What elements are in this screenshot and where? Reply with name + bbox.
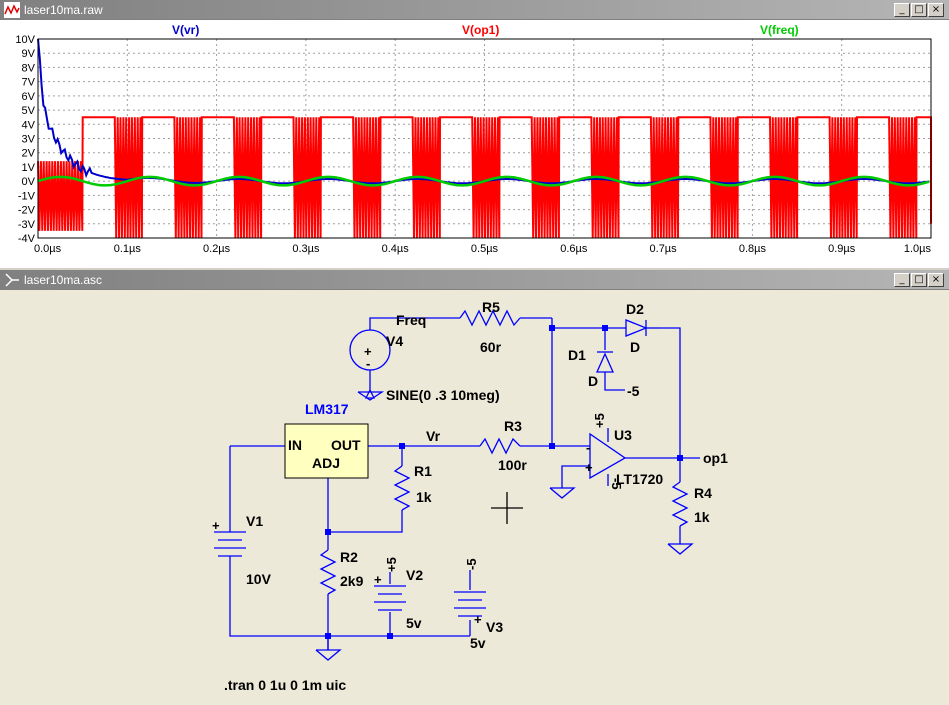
schematic-maximize-button[interactable]: □ <box>911 273 927 287</box>
v3-plus-sign: + <box>474 612 482 627</box>
y-tick-label: 3V <box>22 134 36 146</box>
y-tick-label: -3V <box>18 219 36 231</box>
x-tick-label: 0.5µs <box>471 243 499 255</box>
d1-neg-supply: -5 <box>627 383 640 399</box>
trace-v-freq <box>37 175 930 187</box>
y-tick-label: 10V <box>15 34 35 46</box>
u3-label: U3 <box>614 427 632 443</box>
v4-value: SINE(0 .3 10meg) <box>386 387 500 403</box>
schematic-window-title: laser10ma.asc <box>24 273 103 287</box>
x-tick-label: 0.1µs <box>114 243 142 255</box>
v4-label: V4 <box>386 333 403 349</box>
trace-label-2[interactable]: V(freq) <box>760 23 799 37</box>
y-tick-label: 9V <box>22 48 36 60</box>
y-tick-label: 5V <box>22 105 36 117</box>
y-tick-label: 7V <box>22 77 36 89</box>
schematic-app-icon <box>5 273 19 287</box>
v1-label: V1 <box>246 513 263 529</box>
lm317-label: LM317 <box>305 401 349 417</box>
x-tick-label: 0.0µs <box>34 243 62 255</box>
schematic-titlebar[interactable]: laser10ma.asc _ □ × <box>0 270 949 290</box>
v1-plus-sign: + <box>212 518 220 533</box>
x-tick-label: 0.7µs <box>650 243 678 255</box>
trace-label-1[interactable]: V(op1) <box>462 23 499 37</box>
v3-top-label: -5 <box>464 558 479 570</box>
d2-label: D2 <box>626 301 644 317</box>
waveform-window-title: laser10ma.raw <box>24 3 103 17</box>
maximize-button[interactable]: □ <box>911 3 927 17</box>
r2-label: R2 <box>340 549 358 565</box>
v2-top-label: +5 <box>384 557 399 572</box>
y-tick-label: 1V <box>22 162 36 174</box>
x-tick-label: 1.0µs <box>904 243 932 255</box>
x-tick-label: 0.3µs <box>292 243 320 255</box>
v3-label: V3 <box>486 619 503 635</box>
y-tick-label: 0V <box>22 176 36 188</box>
v4-minus-sign: - <box>366 356 370 371</box>
r1-label: R1 <box>414 463 432 479</box>
y-tick-label: -2V <box>18 205 36 217</box>
r3-label: R3 <box>504 418 522 434</box>
y-tick-label: 2V <box>22 148 36 160</box>
waveform-titlebar[interactable]: laser10ma.raw _ □ × <box>0 0 949 20</box>
lm317-in-pin: IN <box>288 437 302 453</box>
schematic-window[interactable]: laser10ma.asc _ □ × <box>0 270 949 705</box>
y-tick-label: 4V <box>22 119 36 131</box>
trace-label-0[interactable]: V(vr) <box>172 23 199 37</box>
d1-value: D <box>588 373 598 389</box>
waveform-window[interactable]: laser10ma.raw _ □ × V(vr) V(op1) V(freq) 1… <box>0 0 949 268</box>
lm317-block[interactable] <box>284 423 369 479</box>
r5-label: R5 <box>482 299 500 315</box>
v1-value: 10V <box>246 571 272 587</box>
y-tick-label: 6V <box>22 91 36 103</box>
u3-vminus-label: -5 <box>609 478 624 490</box>
u3-minus-input: - <box>586 440 590 455</box>
v4-plus-sign: + <box>364 344 372 359</box>
schematic-minimize-button[interactable]: _ <box>894 273 910 287</box>
minimize-button[interactable]: _ <box>894 3 910 17</box>
d1-label: D1 <box>568 347 586 363</box>
x-tick-label: 0.9µs <box>828 243 856 255</box>
x-tick-label: 0.8µs <box>739 243 767 255</box>
tran-directive[interactable]: .tran 0 1u 0 1m uic <box>224 677 346 693</box>
x-tick-label: 0.4µs <box>382 243 410 255</box>
d2-value: D <box>630 339 640 355</box>
waveform-app-icon <box>4 2 20 18</box>
u3-vplus-label: +5 <box>592 413 607 428</box>
x-tick-label: 0.2µs <box>203 243 231 255</box>
v2-label: V2 <box>406 567 423 583</box>
v2-plus-sign: + <box>374 572 382 587</box>
y-tick-label: 8V <box>22 62 36 74</box>
r1-value: 1k <box>416 489 432 505</box>
lm317-out-pin: OUT <box>331 437 361 453</box>
freq-net-label: Freq <box>396 312 426 328</box>
op1-net-label: op1 <box>703 450 728 466</box>
v3-value: 5v <box>470 635 486 651</box>
schematic-close-button[interactable]: × <box>928 273 944 287</box>
r3-value: 100r <box>498 457 527 473</box>
v2-value: 5v <box>406 615 422 631</box>
y-tick-label: -1V <box>18 190 36 202</box>
vr-net-label: Vr <box>426 428 441 444</box>
r5-value: 60r <box>480 339 502 355</box>
schematic-canvas[interactable]: Freq R5 60r D2 D D1 D -5 V4 SINE(0 .3 10… <box>0 290 949 705</box>
lm317-adj-pin: ADJ <box>312 455 340 471</box>
r4-value: 1k <box>694 509 710 525</box>
u3-value: LT1720 <box>616 471 663 487</box>
r4-label: R4 <box>694 485 712 501</box>
close-button[interactable]: × <box>928 3 944 17</box>
y-tick-label: -4V <box>18 233 36 245</box>
x-tick-label: 0.6µs <box>560 243 588 255</box>
r2-value: 2k9 <box>340 573 364 589</box>
u3-plus-input: + <box>585 460 593 475</box>
waveform-plot[interactable]: V(vr) V(op1) V(freq) 10V 9V 8V 7V 6V 5V 4V 3V 2V 1V… <box>0 20 949 268</box>
